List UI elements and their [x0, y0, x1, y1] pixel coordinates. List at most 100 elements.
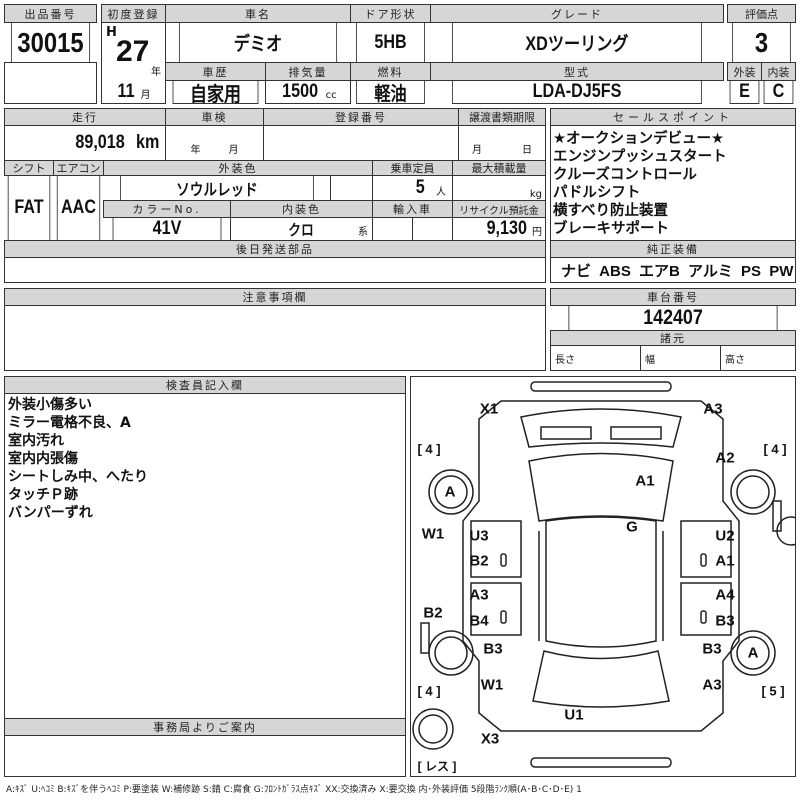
chassis-label: 車台番号: [550, 288, 796, 306]
inspector-note: ミラー電格不良、A: [8, 415, 131, 431]
ext-color-label: 外装色: [103, 160, 373, 176]
car-outline-icon: [412, 381, 795, 768]
ac-label: エアコン: [53, 160, 104, 176]
sales-points-label: セールスポイント: [550, 108, 796, 126]
int-score: C: [763, 80, 794, 104]
damage-mark: A: [444, 483, 456, 501]
displacement-value: 1500: [282, 81, 319, 102]
notes: [4, 305, 546, 371]
damage-mark: U3: [469, 527, 489, 545]
int-score-label: 内装: [761, 62, 796, 81]
spec-length: 長さ: [550, 345, 641, 371]
damage-mark: X3: [480, 730, 500, 748]
inspection-year-unit: 年: [190, 145, 201, 156]
capacity-unit: 人: [436, 187, 446, 198]
history: 自家用: [172, 80, 259, 104]
car-name-label: 車名: [165, 4, 351, 23]
model-code: LDA-DJ5FS: [452, 80, 702, 104]
office-label: 事務局よりご案内: [4, 718, 406, 736]
notes-label: 注意事項欄: [4, 288, 546, 306]
inspection-date: 年月: [165, 125, 264, 161]
later-parts-label: 後日発送部品: [4, 240, 546, 258]
int-color-label: 内装色: [230, 200, 373, 218]
model-label: 型式: [430, 62, 724, 81]
max-load-label: 最大積載量: [452, 160, 546, 176]
transfer-month-unit: 月: [472, 145, 482, 156]
tire-tread: [ 4 ]: [763, 441, 787, 457]
office-notes: [4, 735, 406, 777]
displacement-unit: cc: [325, 90, 337, 101]
ext-score: E: [729, 80, 760, 104]
int-color: クロ系: [230, 217, 373, 241]
import-label: 輸入車: [372, 200, 453, 218]
month-value: 11: [117, 80, 136, 102]
displacement: 1500 cc: [265, 80, 351, 104]
inspection-month-unit: 月: [228, 145, 239, 156]
later-parts: [4, 257, 546, 283]
damage-mark: B3: [483, 640, 503, 658]
equipment-label: 純正装備: [550, 240, 796, 258]
sales-point: ★オークションデビュー★: [553, 131, 724, 147]
inspection-label: 車検: [165, 108, 264, 126]
specs-label: 諸元: [550, 330, 796, 346]
lot-label: 出品番号: [4, 4, 97, 23]
inspector-note: 外装小傷多い: [8, 397, 92, 413]
damage-mark: A3: [702, 676, 722, 694]
recycle: 9,130 円: [452, 217, 546, 241]
legend: A:ｷｽﾞ U:ﾍｺﾐ B:ｷｽﾞを伴うﾍｺﾐ P:要塗装 W:補修跡 S:錆 …: [6, 785, 582, 795]
ext-score-label: 外装: [727, 62, 762, 81]
damage-mark: W1: [480, 676, 504, 694]
first-reg-label: 初度登録: [101, 4, 166, 23]
lot-empty: [4, 62, 97, 104]
score-label: 評価点: [727, 4, 796, 23]
damage-mark: U1: [564, 706, 584, 724]
first-reg-year: H 27 年: [101, 22, 166, 81]
chassis-number: 142407: [568, 305, 778, 331]
mileage-label: 走行: [4, 108, 166, 126]
int-color-value: クロ: [288, 221, 315, 239]
spare-tire-note: [ レス ]: [417, 759, 457, 774]
import-a: [372, 217, 413, 241]
damage-mark: B3: [715, 612, 735, 630]
recycle-unit: 円: [532, 227, 542, 238]
grade-label: グレード: [430, 4, 724, 23]
mileage-unit: km: [135, 132, 159, 153]
sales-point: クルーズコントロール: [553, 167, 697, 183]
damage-mark: B3: [702, 640, 722, 658]
fuel-label: 燃料: [350, 62, 431, 81]
damage-mark: A4: [715, 586, 735, 604]
spec-height: 高さ: [720, 345, 796, 371]
import-b: [412, 217, 453, 241]
reg-no: [263, 125, 459, 161]
year-unit: 年: [151, 67, 161, 78]
inspector-note: タッチＰ跡: [8, 487, 78, 503]
ac: AAC: [56, 175, 101, 241]
damage-mark: A1: [635, 472, 655, 490]
grade: XDツーリング: [452, 22, 702, 63]
damage-diagram: [410, 376, 796, 777]
color-no-label: カラーNo.: [103, 200, 231, 218]
damage-mark: A1: [715, 552, 735, 570]
transfer-date: 月日: [458, 125, 546, 161]
fuel: 軽油: [356, 80, 425, 104]
damage-mark: W1: [421, 525, 445, 543]
car-name: デミオ: [178, 22, 338, 63]
damage-mark: X1: [479, 400, 499, 418]
door-type: 5HB: [356, 22, 425, 63]
door-label: ドア形状: [350, 4, 431, 23]
damage-mark: A3: [469, 586, 489, 604]
tire-tread: [ 4 ]: [417, 441, 441, 457]
displacement-label: 排気量: [265, 62, 351, 81]
inspector-label: 検査員記入欄: [4, 376, 406, 394]
equipment: ナビ ABS エアB アルミ PS PW: [550, 257, 796, 283]
sales-point: ブレーキサポート: [553, 221, 669, 237]
recycle-value: 9,130: [487, 218, 528, 239]
capacity-value: 5: [416, 177, 426, 198]
shift-label: シフト: [4, 160, 54, 176]
inspector-note: 室内内張傷: [8, 451, 78, 467]
sales-point: パドルシフト: [553, 185, 641, 201]
damage-mark: B4: [469, 612, 489, 630]
spec-width: 幅: [640, 345, 721, 371]
